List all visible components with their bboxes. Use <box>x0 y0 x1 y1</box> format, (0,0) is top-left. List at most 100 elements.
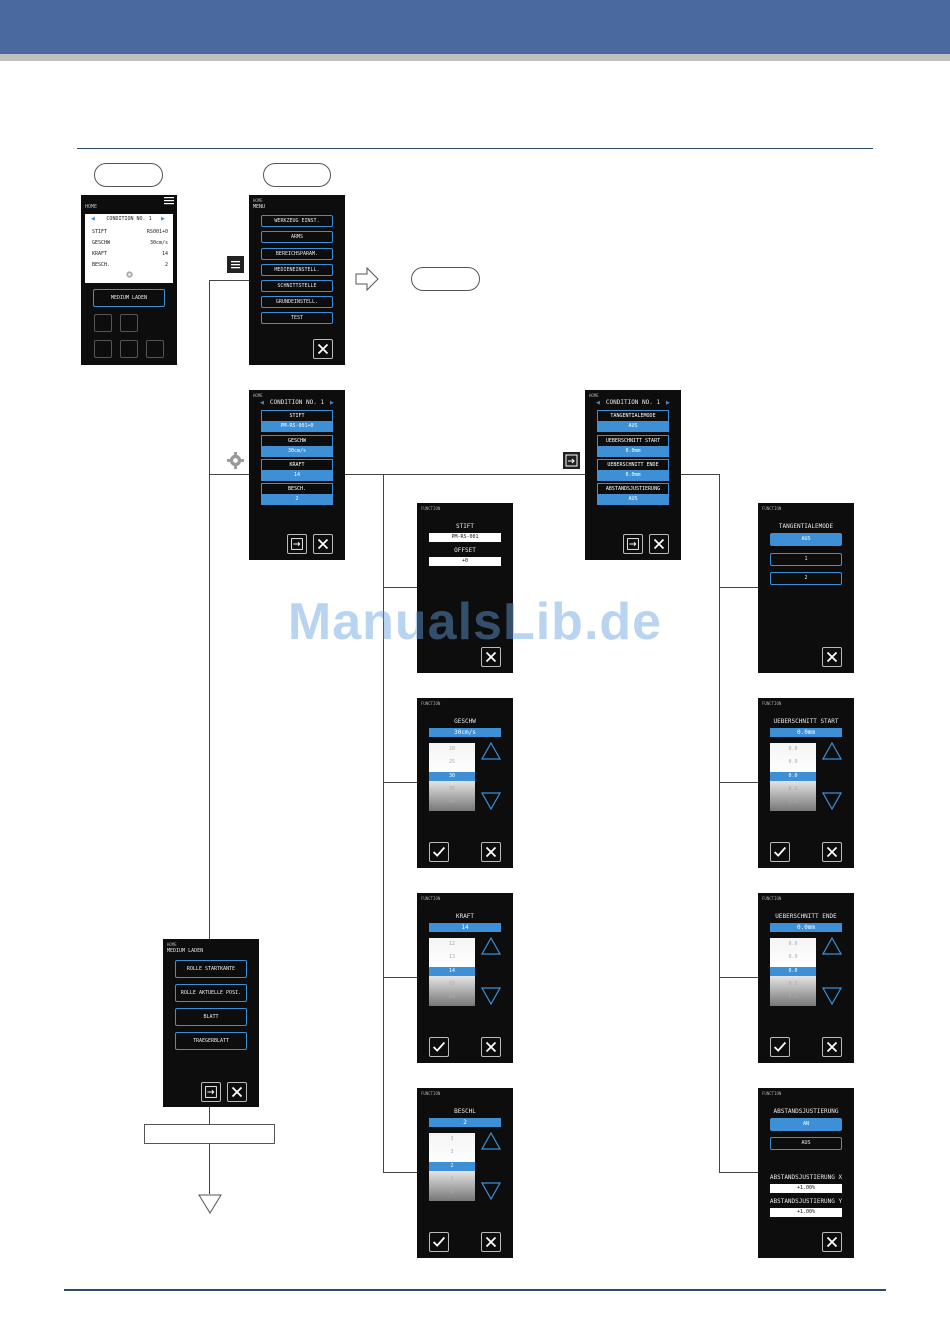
setting-value: 30cm/s <box>262 446 332 456</box>
traegerblatt-button[interactable]: TRAEGERBLATT <box>175 1032 247 1050</box>
stift-value[interactable]: PM-RS-001 <box>429 533 501 542</box>
ue-ende-wheel[interactable]: 0.0 0.9 0.0 0.1 0.2 <box>770 938 816 1006</box>
abstand-y-value[interactable]: +1.00% <box>770 1208 842 1217</box>
origin-icon[interactable] <box>94 340 112 358</box>
option-aus[interactable]: AUS <box>770 1137 842 1150</box>
close-button[interactable] <box>822 647 842 667</box>
function-top-label: FUNCTION <box>421 896 441 901</box>
increase-icon[interactable] <box>481 937 501 955</box>
increase-icon[interactable] <box>822 937 842 955</box>
close-button[interactable] <box>227 1082 247 1102</box>
decrease-icon[interactable] <box>481 987 501 1005</box>
close-button[interactable] <box>481 1232 501 1252</box>
close-button[interactable] <box>822 1232 842 1252</box>
blatt-button[interactable]: BLATT <box>175 1008 247 1026</box>
menu-icon[interactable] <box>227 256 244 273</box>
besch-wheel[interactable]: 3 3 2 1 0 <box>429 1133 475 1201</box>
gear-icon[interactable] <box>226 451 245 470</box>
abstand-x-value[interactable]: +1.00% <box>770 1184 842 1193</box>
wheel-item-selected: 14 <box>429 967 475 976</box>
chevron-left-icon[interactable]: ◀ <box>596 400 600 406</box>
decrease-icon[interactable] <box>481 1182 501 1200</box>
menu-item-werkzeug[interactable]: WERKZEUG EINST. <box>261 215 333 227</box>
menu-item-bereich[interactable]: BEREICHSPARAM. <box>261 248 333 260</box>
offset-value[interactable]: +0 <box>429 557 501 566</box>
page-button[interactable] <box>201 1082 221 1102</box>
hamburger-icon[interactable] <box>164 197 174 205</box>
condition-page-icon[interactable] <box>563 452 580 469</box>
option-1[interactable]: 1 <box>770 553 842 566</box>
wheel-item: 3 <box>450 1149 454 1155</box>
gear-icon[interactable] <box>125 270 134 279</box>
chevron-left-icon[interactable]: ◀ <box>260 400 264 406</box>
menu-item-grund[interactable]: GRUNDEINSTELL. <box>261 296 333 308</box>
condition-title: CONDITION NO. 1 <box>605 399 661 406</box>
page-icon <box>291 538 303 550</box>
close-button[interactable] <box>481 1037 501 1057</box>
row-label: STIFT <box>92 229 108 235</box>
setting-value: 2 <box>262 494 332 504</box>
menu-item-medien[interactable]: MEDIENEINSTELL. <box>261 264 333 276</box>
option-aus[interactable]: AUS <box>770 533 842 546</box>
page-button[interactable] <box>287 534 307 554</box>
kraft-wheel[interactable]: 12 13 14 15 16 <box>429 938 475 1006</box>
decrease-icon[interactable] <box>822 987 842 1005</box>
geschw-wheel[interactable]: 20 25 30 35 40 <box>429 743 475 811</box>
close-button[interactable] <box>481 842 501 862</box>
document-icon[interactable] <box>94 314 112 332</box>
close-button[interactable] <box>822 842 842 862</box>
connector-line <box>209 280 210 940</box>
confirm-button[interactable] <box>429 1232 449 1252</box>
move-icon[interactable] <box>146 340 164 358</box>
increase-icon[interactable] <box>822 742 842 760</box>
chevron-left-icon[interactable]: ◀ <box>91 216 95 222</box>
rolle-aktuelle-button[interactable]: ROLLE AKTUELLE POSI. <box>175 984 247 1002</box>
wheel-item: 13 <box>448 954 456 960</box>
wheel-item: 0.0 <box>788 746 798 752</box>
close-button[interactable] <box>649 534 669 554</box>
confirm-button[interactable] <box>770 842 790 862</box>
ue-start-wheel[interactable]: 0.0 0.9 0.0 0.1 0.2 <box>770 743 816 811</box>
close-button[interactable] <box>313 534 333 554</box>
close-button[interactable] <box>822 1037 842 1057</box>
close-button[interactable] <box>481 647 501 667</box>
offset-label: OFFSET <box>454 547 476 554</box>
chevron-right-icon[interactable]: ▶ <box>161 216 165 222</box>
cutter-icon[interactable] <box>120 340 138 358</box>
function-top-label: FUNCTION <box>421 701 441 706</box>
page-button[interactable] <box>623 534 643 554</box>
decrease-icon[interactable] <box>822 792 842 810</box>
menu-item-arms[interactable]: ARMS <box>261 231 333 243</box>
besch-setting[interactable]: BESCH.2 <box>261 483 333 505</box>
rolle-startkante-button[interactable]: ROLLE STARTKANTE <box>175 960 247 978</box>
function-top-label: FUNCTION <box>762 896 782 901</box>
confirm-button[interactable] <box>429 1037 449 1057</box>
decrease-icon[interactable] <box>481 792 501 810</box>
wheel-item: 0 <box>450 1189 454 1195</box>
geschw-title: GESCHW <box>454 718 476 725</box>
option-an[interactable]: AN <box>770 1118 842 1131</box>
increase-icon[interactable] <box>481 1132 501 1150</box>
confirm-button[interactable] <box>770 1037 790 1057</box>
confirm-button[interactable] <box>429 842 449 862</box>
kraft-title: KRAFT <box>455 913 475 920</box>
close-button[interactable] <box>313 339 333 359</box>
option-2[interactable]: 2 <box>770 572 842 585</box>
menu-item-schnittstelle[interactable]: SCHNITTSTELLE <box>261 280 333 292</box>
menu-item-test[interactable]: TEST <box>261 312 333 324</box>
chevron-right-icon[interactable]: ▶ <box>666 400 670 406</box>
wheel-item: 3 <box>450 1136 454 1142</box>
chevron-right-icon[interactable]: ▶ <box>330 400 334 406</box>
image-icon[interactable] <box>120 314 138 332</box>
condition2-screen: HOME ◀ CONDITION NO. 1 ▶ TANGENTIALEMODE… <box>585 390 681 560</box>
page-icon <box>205 1086 217 1098</box>
increase-icon[interactable] <box>481 742 501 760</box>
medium-laden-button[interactable]: MEDIUM LADEN <box>93 289 165 307</box>
